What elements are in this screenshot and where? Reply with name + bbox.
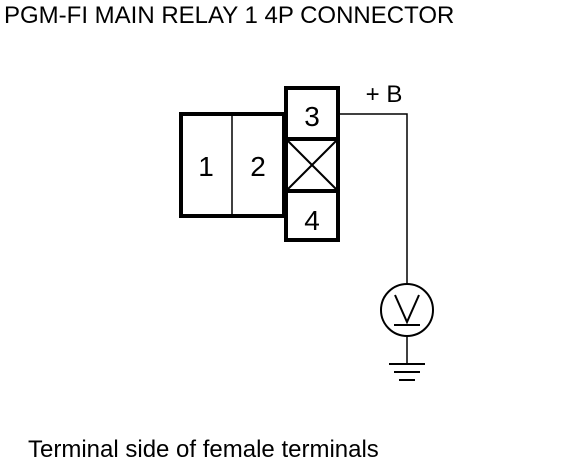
ground-icon [389, 363, 425, 381]
connector-4p: 1 2 3 4 [179, 86, 340, 242]
terminal-3-label: 3 [304, 101, 320, 132]
terminal-1-label: 1 [198, 151, 214, 182]
terminal-2-label: 2 [250, 151, 266, 182]
voltmeter-icon [380, 283, 434, 337]
connector-housing-right [284, 86, 340, 242]
supply-label: + B [366, 81, 403, 108]
diagram-caption: Terminal side of female terminals [28, 436, 379, 463]
empty-cavity-mark [287, 140, 337, 190]
probe-wire [338, 113, 408, 285]
diagram-title: PGM-FI MAIN RELAY 1 4P CONNECTOR [4, 2, 455, 29]
terminal-4-label: 4 [304, 205, 320, 236]
